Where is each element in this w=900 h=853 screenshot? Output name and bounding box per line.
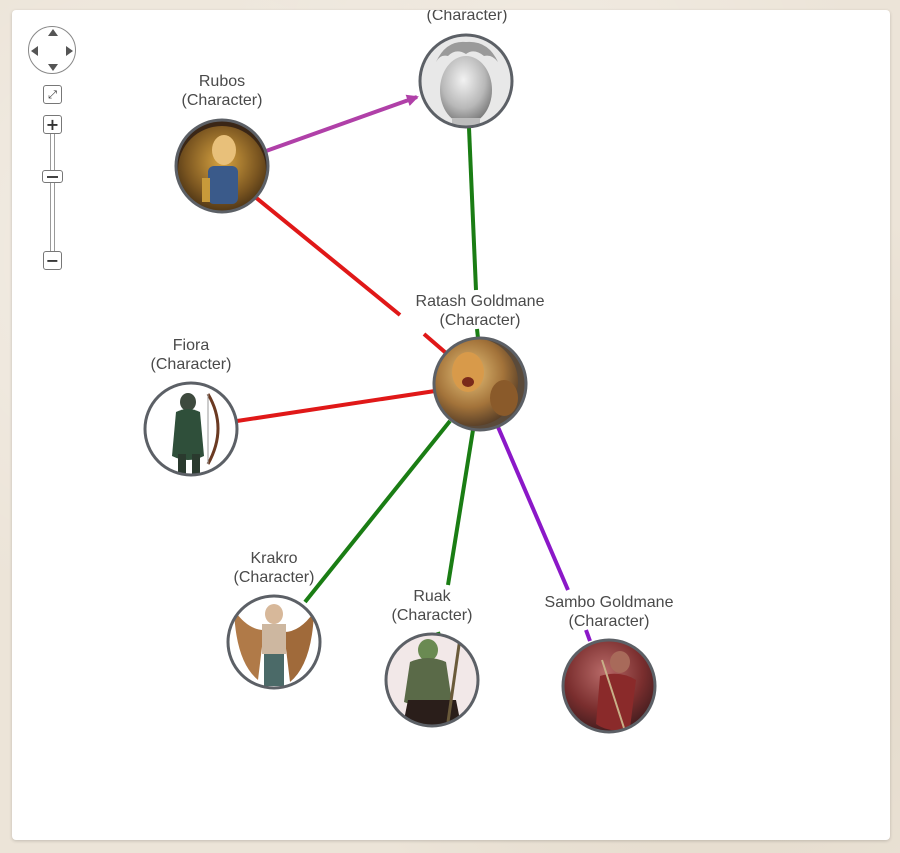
node-name-label: Sambo Goldmane (545, 594, 674, 611)
node-name-label: Fiora (173, 337, 210, 354)
edge-rubos-to-top (265, 94, 419, 153)
node-type-label: (Character) (234, 569, 315, 586)
statue-avatar (420, 35, 512, 127)
node-type-label: (Character) (427, 10, 508, 24)
edge-sambo-ratash-end (584, 629, 592, 642)
red-warrior-avatar (563, 640, 655, 732)
node-type-label: (Character) (151, 356, 232, 373)
orc-avatar (386, 634, 478, 726)
armored-figure-avatar (176, 120, 268, 212)
edge-rubos-ratash-end (422, 332, 448, 355)
node-rubos[interactable]: Rubos (Character) (174, 73, 270, 214)
graph-edges (236, 94, 592, 642)
edge-top-ratash-end (475, 328, 480, 339)
zoom-slider-handle[interactable] (42, 170, 63, 183)
edge-top-ratash (467, 127, 478, 291)
node-fiora[interactable]: Fiora (Character) (143, 337, 239, 477)
node-name-label: Ratash Goldmane (416, 293, 545, 310)
node-ratash[interactable]: Ratash Goldmane (Character) (416, 293, 545, 432)
pan-right-icon[interactable] (66, 46, 73, 56)
edge-ruak-ratash (446, 429, 475, 586)
pan-down-icon[interactable] (48, 64, 58, 71)
node-name-label: Rubos (199, 73, 245, 90)
zoom-slider-track[interactable] (50, 134, 55, 251)
edge-sambo-ratash (496, 426, 570, 591)
zoom-out-button[interactable]: − (43, 251, 62, 270)
zoom-in-button[interactable]: + (43, 115, 62, 134)
winged-figure-avatar (228, 596, 320, 688)
node-krakro[interactable]: Krakro (Character) (226, 550, 322, 690)
pan-control[interactable] (28, 26, 76, 74)
node-type-label: (Character) (440, 312, 521, 329)
pan-up-icon[interactable] (48, 29, 58, 36)
node-type-label: (Character) (182, 92, 263, 109)
expand-icon: ⤢ (48, 87, 57, 101)
node-name-label: Ruak (413, 588, 451, 605)
graph-panel: (Character) Rubos (Character) (12, 10, 890, 840)
lion-warrior-avatar (434, 338, 526, 430)
node-type-label: (Character) (569, 613, 650, 630)
edge-fiora-ratash (236, 389, 436, 423)
minus-icon: − (45, 251, 60, 270)
edge-rubos-ratash (252, 194, 402, 317)
relationship-graph: (Character) Rubos (Character) (143, 10, 674, 734)
node-type-label: (Character) (392, 607, 473, 624)
node-top[interactable]: (Character) (418, 10, 514, 130)
fit-to-screen-button[interactable]: ⤢ (43, 85, 62, 104)
node-name-label: Krakro (250, 550, 297, 567)
plus-icon: + (45, 115, 60, 134)
pan-left-icon[interactable] (31, 46, 38, 56)
node-ruak[interactable]: Ruak (Character) (384, 588, 480, 730)
node-sambo[interactable]: Sambo Goldmane (Character) (545, 594, 674, 734)
archer-avatar (145, 383, 237, 475)
edge-krakro-ratash (303, 419, 452, 604)
